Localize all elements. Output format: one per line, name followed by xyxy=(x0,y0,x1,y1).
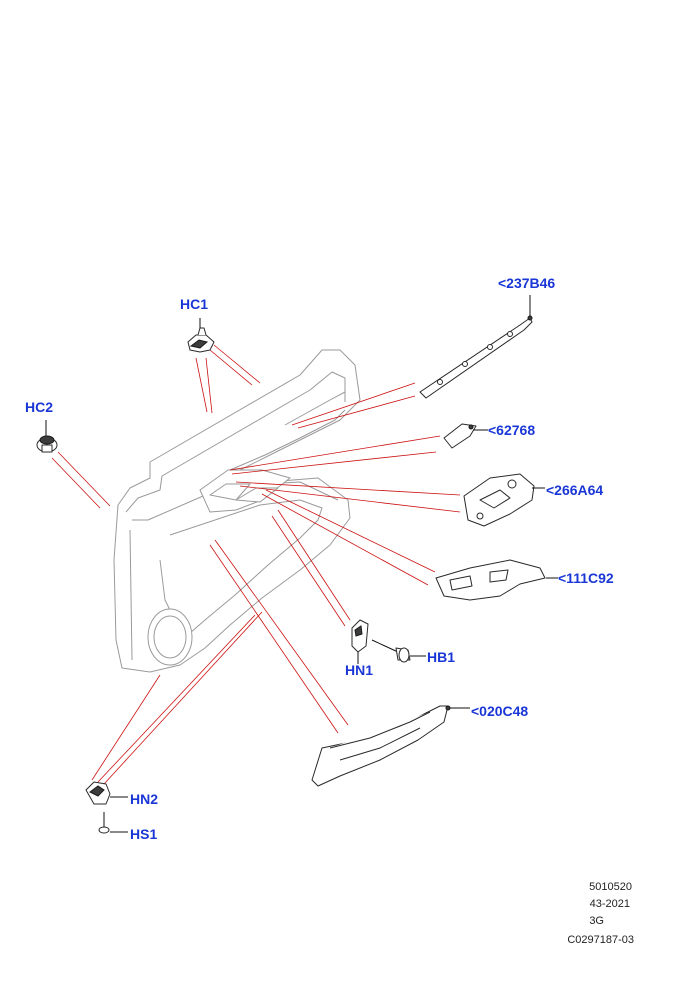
door-trim-panel xyxy=(113,349,361,673)
label-hb1: HB1 xyxy=(427,649,455,665)
ref-line-4: C0297187-03 xyxy=(567,934,634,946)
label-hn1: HN1 xyxy=(345,662,373,678)
label-hn2: HN2 xyxy=(130,791,158,807)
part-266a64 xyxy=(463,473,545,527)
ref-line-3: 3G xyxy=(589,915,604,927)
clip-hc1 xyxy=(187,318,215,353)
reference-block: 5010520 43-2021 3G C0297187-03 xyxy=(567,881,634,946)
leader-lines xyxy=(51,344,461,785)
screw-hs1 xyxy=(98,812,128,834)
part-020c48 xyxy=(311,705,470,787)
label-111c92: <111C92 xyxy=(558,570,614,586)
part-111c92 xyxy=(435,559,558,601)
label-hc2: HC2 xyxy=(25,399,53,415)
label-237b46: <237B46 xyxy=(498,275,555,291)
label-266a64: <266A64 xyxy=(546,482,603,498)
part-237b46 xyxy=(419,295,533,399)
label-020c48: <020C48 xyxy=(471,703,528,719)
clip-hc2 xyxy=(36,420,58,453)
clip-hn2 xyxy=(85,781,128,805)
bolt-hb1 xyxy=(371,639,426,663)
label-hs1: HS1 xyxy=(130,826,157,842)
label-hc1: HC1 xyxy=(180,296,208,312)
label-62768: <62768 xyxy=(488,422,535,438)
ref-line-1: 5010520 xyxy=(589,881,632,893)
part-62768 xyxy=(443,423,488,449)
ref-line-2: 43-2021 xyxy=(590,898,630,910)
clip-hn1 xyxy=(351,619,369,664)
